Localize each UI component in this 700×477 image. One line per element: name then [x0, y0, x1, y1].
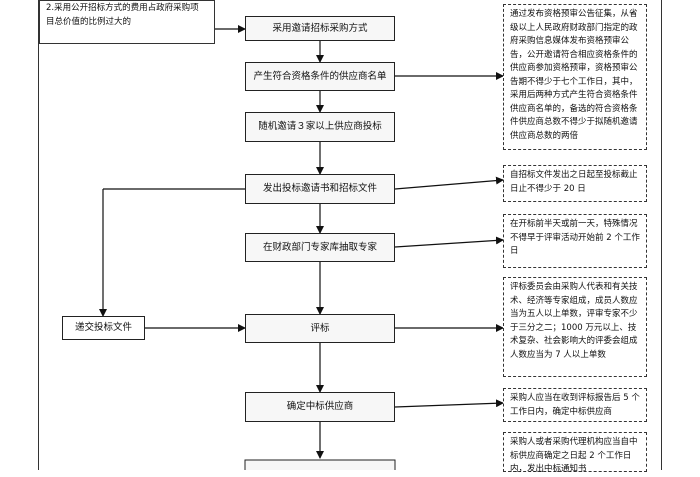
note-link-expert-time	[394, 236, 504, 248]
step-supplier-list: 产生符合资格条件的供应商名单	[245, 62, 395, 91]
top-condition-box: 2.采用公开招标方式的费用占政府采购项 目总价值的比例过大的	[39, 0, 215, 44]
step-experts: 在财政部门专家库抽取专家	[245, 233, 395, 262]
note-agency-notice: 采购人或者采购代理机构应当自中标供应商确定之日起 2 个工作日内，发出中标通知书	[503, 432, 647, 474]
note-supplier-info: 通过发布资格预审公告征集，从省级以上人民政府财政部门指定的政府采购信息媒体发布资…	[503, 4, 647, 150]
note-expert-time: 在开标前半天或前一天，特殊情况不得早于评审活动开始前 2 个工作日	[503, 214, 647, 268]
note-committee: 评标委员会由采购人代表和有关技术、经济等专家组成，成员人数应当为五人以上单数，评…	[503, 277, 647, 377]
step-random-invite: 随机邀请３家以上供应商投标	[245, 112, 395, 142]
top-condition-line-1: 2.采用公开招标方式的费用占政府采购项	[46, 3, 199, 13]
frame-right-line	[661, 0, 662, 470]
note-link-deadline	[394, 176, 504, 190]
top-condition-line-2: 目总价值的比例过大的	[46, 17, 132, 27]
note-confirm-days: 采购人应当在收到评标报告后 5 个工作日内，确定中标供应商	[503, 388, 647, 422]
step-evaluation: 评标	[245, 314, 395, 343]
step-method: 采用邀请招标采购方式	[245, 16, 395, 41]
note-link-confirm	[394, 399, 504, 408]
frame-left-line	[38, 0, 39, 470]
note-bid-deadline: 自招标文件发出之日起至投标截止日止不得少于 20 日	[503, 165, 647, 202]
bottom-box-partial	[244, 459, 396, 470]
step-determine: 确定中标供应商	[245, 392, 395, 422]
step-submit-bids: 递交投标文件	[62, 316, 145, 340]
step-issue-docs: 发出投标邀请书和招标文件	[245, 174, 395, 204]
